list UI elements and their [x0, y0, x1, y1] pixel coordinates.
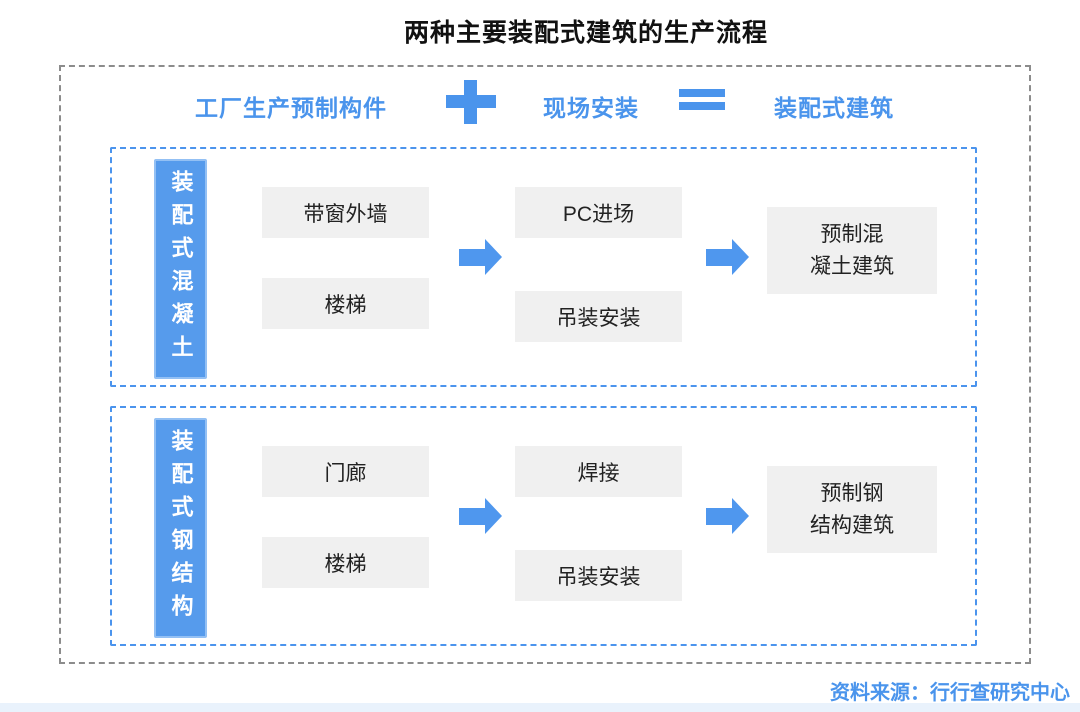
- arrow-body: [706, 249, 732, 266]
- site-step-box: 吊装安装: [515, 291, 682, 342]
- site-step-box: 吊装安装: [515, 550, 682, 601]
- equals-icon: [679, 89, 725, 110]
- source-credit: 资料来源：行行查研究中心: [830, 682, 1070, 704]
- component-box: 楼梯: [262, 278, 429, 329]
- arrow-right-icon: [459, 239, 502, 276]
- equation-site-label: 现场安装: [543, 95, 639, 121]
- equation-factory-label: 工厂生产预制构件: [195, 95, 387, 121]
- plus-icon: [446, 80, 496, 124]
- equation-result-label: 装配式建筑: [774, 95, 894, 121]
- arrow-body: [459, 508, 485, 525]
- arrow-right-icon: [706, 239, 749, 276]
- section-steel: 装配式钢结构 门廊 楼梯 焊接 吊装安装 预制钢 结构建筑: [110, 406, 977, 646]
- arrow-head: [732, 498, 749, 534]
- arrow-right-icon: [706, 498, 749, 535]
- result-box: 预制混 凝土建筑: [767, 207, 937, 294]
- section-concrete: 装配式混凝土 带窗外墙 楼梯 PC进场 吊装安装 预制混 凝土建筑: [110, 147, 977, 387]
- component-box: 带窗外墙: [262, 187, 429, 238]
- component-box: 楼梯: [262, 537, 429, 588]
- arrow-head: [485, 239, 502, 275]
- result-box: 预制钢 结构建筑: [767, 466, 937, 553]
- figure-title: 两种主要装配式建筑的生产流程: [403, 19, 769, 47]
- component-box: 门廊: [262, 446, 429, 497]
- bottom-strip: [0, 703, 1080, 712]
- section-steel-label: 装配式钢结构: [154, 418, 207, 638]
- outer-frame: 工厂生产预制构件 现场安装 装配式建筑 装配式混凝土 带窗外墙 楼梯 PC进场 …: [59, 65, 1031, 664]
- arrow-right-icon: [459, 498, 502, 535]
- arrow-head: [485, 498, 502, 534]
- site-step-box: PC进场: [515, 187, 682, 238]
- arrow-body: [706, 508, 732, 525]
- section-concrete-label-text: 装配式混凝土: [168, 170, 194, 368]
- section-steel-label-text: 装配式钢结构: [168, 429, 194, 627]
- section-concrete-label: 装配式混凝土: [154, 159, 207, 379]
- arrow-head: [732, 239, 749, 275]
- site-step-box: 焊接: [515, 446, 682, 497]
- arrow-body: [459, 249, 485, 266]
